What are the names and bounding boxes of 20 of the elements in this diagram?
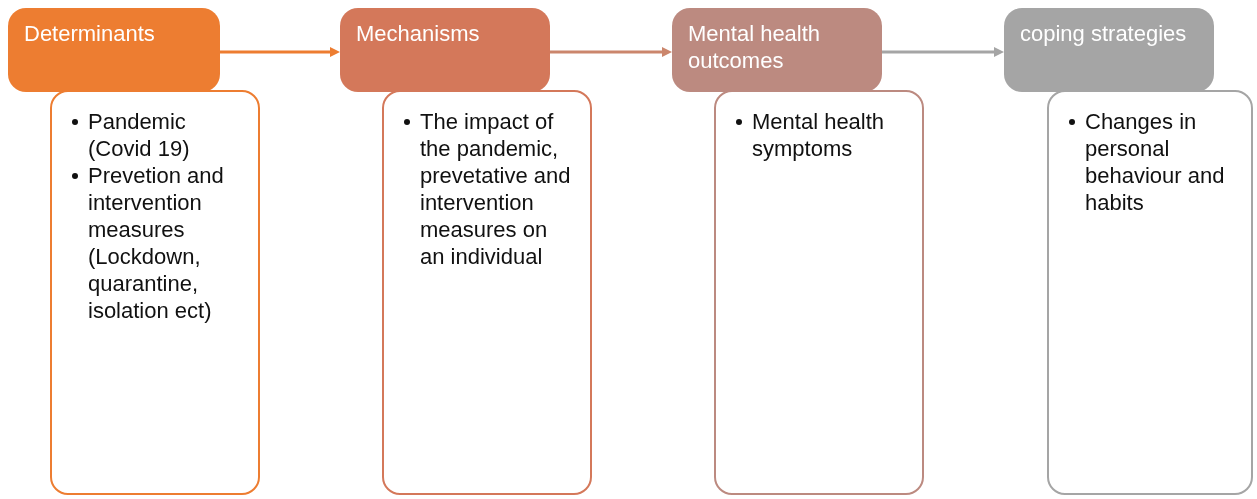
content-card	[50, 90, 260, 495]
arrow	[220, 47, 340, 57]
content-card	[1047, 90, 1253, 495]
heading: Mechanisms	[356, 20, 480, 47]
heading: Determinants	[24, 20, 155, 47]
header-box	[8, 8, 220, 92]
arrow	[882, 47, 1004, 57]
arrow	[550, 47, 672, 57]
bullet-item: Mental health symptoms	[752, 109, 885, 161]
bullet-item: Prevetion and intervention measures (Lockdown, quarantine, isolation ect)	[88, 163, 224, 323]
header-box	[1004, 8, 1214, 92]
content-card	[714, 90, 924, 495]
content-card	[382, 90, 592, 495]
bullet-item: Pandemic (Covid 19)	[88, 109, 190, 161]
header-box	[340, 8, 550, 92]
heading: coping strategies	[1020, 20, 1187, 47]
bullet-item: Changes in personal behaviour and habits	[1085, 109, 1225, 215]
heading: Mental health outcomes	[688, 20, 822, 74]
bullet-item: The impact of the pandemic, prevetative and intervention measures on an individual	[420, 109, 571, 269]
header-box	[672, 8, 882, 92]
